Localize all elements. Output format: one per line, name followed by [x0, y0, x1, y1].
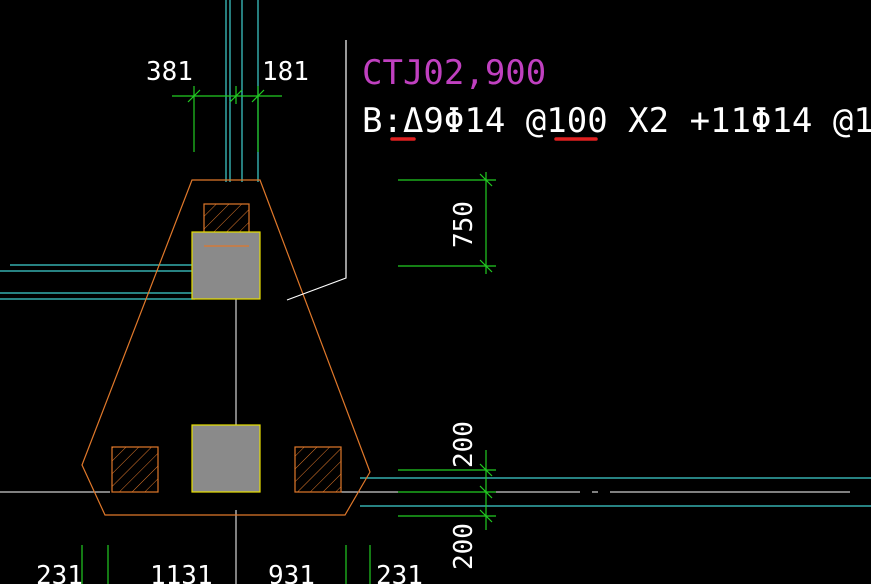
hatched-block-right	[294, 446, 342, 493]
hatched-block-left	[111, 446, 159, 493]
rebar-prefix: B:	[362, 101, 403, 141]
dim-200-tick-1	[479, 463, 493, 477]
dim-750-tick-bottom	[479, 259, 493, 273]
foundation-cap-outline	[81, 179, 371, 516]
dim-750-text: 750	[449, 201, 479, 248]
dim-bottom-text-1: 231	[36, 561, 83, 584]
beam-lines	[0, 0, 871, 507]
dim-top-tick-3	[251, 89, 265, 103]
column-section-top	[191, 231, 261, 300]
dim-200-tick-3	[479, 509, 493, 523]
dimension-lines	[81, 86, 496, 584]
rebar-x2: X2	[628, 101, 669, 141]
hatched-blocks	[111, 203, 342, 493]
dim-200-a-text: 200	[449, 421, 479, 468]
rebar-tail: +11Φ14 @100	[669, 101, 871, 141]
rebar-tri: Δ9	[403, 101, 444, 141]
leader-line	[286, 40, 347, 301]
rebar-spec-label: B:Δ9Φ14 @100 X2 +11Φ14 @100	[362, 101, 871, 141]
column-section-bottom	[191, 424, 261, 493]
foundation-name-label: CTJ02,900	[362, 53, 546, 93]
dim-top-tick-1	[187, 89, 201, 103]
axis-lines	[0, 296, 855, 584]
column-sections	[191, 231, 261, 493]
dim-bottom-text-2: 1131	[150, 561, 213, 584]
rebar-mid: Φ14 @100	[444, 101, 628, 141]
dim-bottom-text-3: 931	[268, 561, 315, 584]
dim-top-right-text: 181	[262, 57, 309, 87]
dim-750-tick-top	[479, 173, 493, 187]
dim-200-b-text: 200	[449, 523, 479, 570]
dim-200-tick-2	[479, 485, 493, 499]
foundation-outline	[81, 179, 371, 516]
dim-top-tick-2	[229, 89, 243, 103]
dim-top-left-text: 381	[146, 57, 193, 87]
dim-bottom-text-4: 231	[376, 561, 423, 584]
